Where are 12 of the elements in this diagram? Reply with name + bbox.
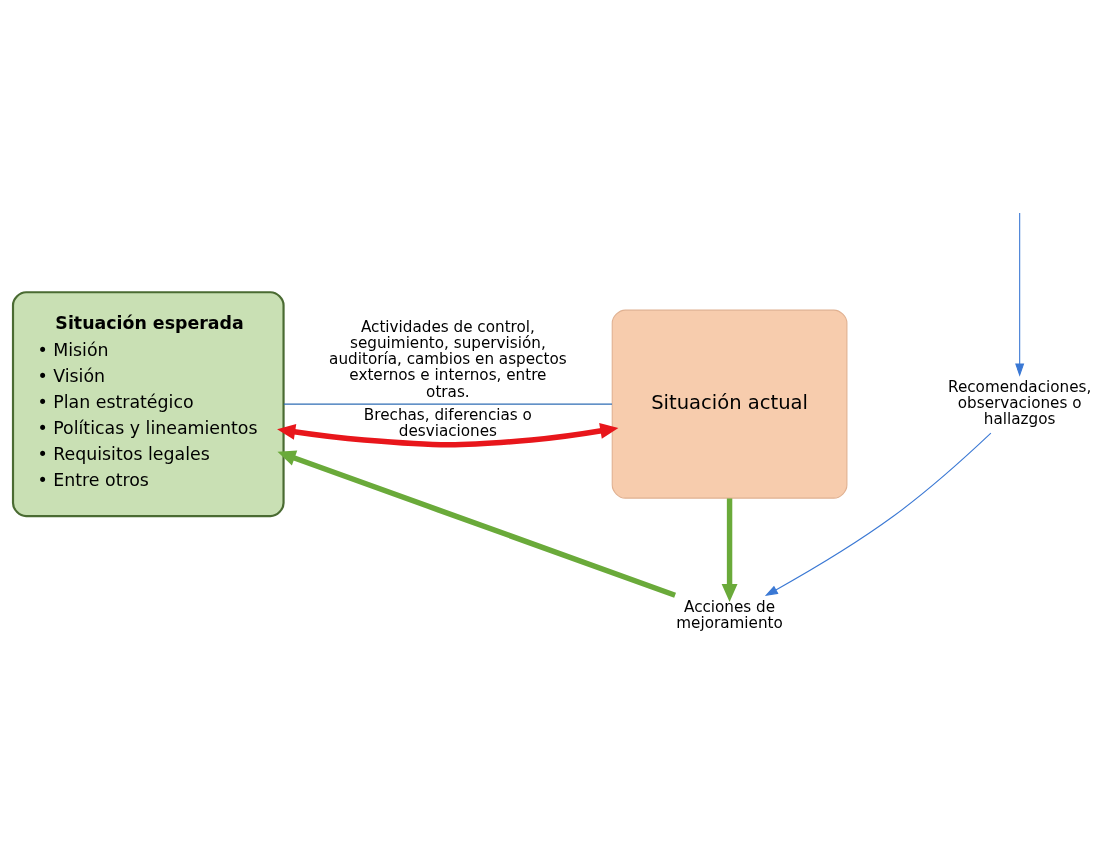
node-box: Situación actual (611, 309, 848, 499)
arrow (721, 498, 738, 603)
arrow (277, 450, 676, 598)
node-text: Recomendaciones, observaciones o hallazgos (948, 377, 1092, 429)
arrow (764, 432, 992, 597)
connector (283, 403, 613, 405)
arrow (1015, 212, 1025, 377)
node-text: Acciones de mejoramiento (676, 597, 783, 633)
edge-label: Actividades de control, seguimiento, supervisión, auditoría, cambios en aspectos externos e internos, entre otras. (329, 317, 567, 401)
edge-label: Brechas, diferencias o desviaciones (363, 405, 532, 440)
node-box: Situación esperada • Misión • Visión • Plan estratégico • Políticas y lineamientos • Requisitos legales • Entre otros (11, 291, 285, 518)
arrow (277, 423, 619, 448)
